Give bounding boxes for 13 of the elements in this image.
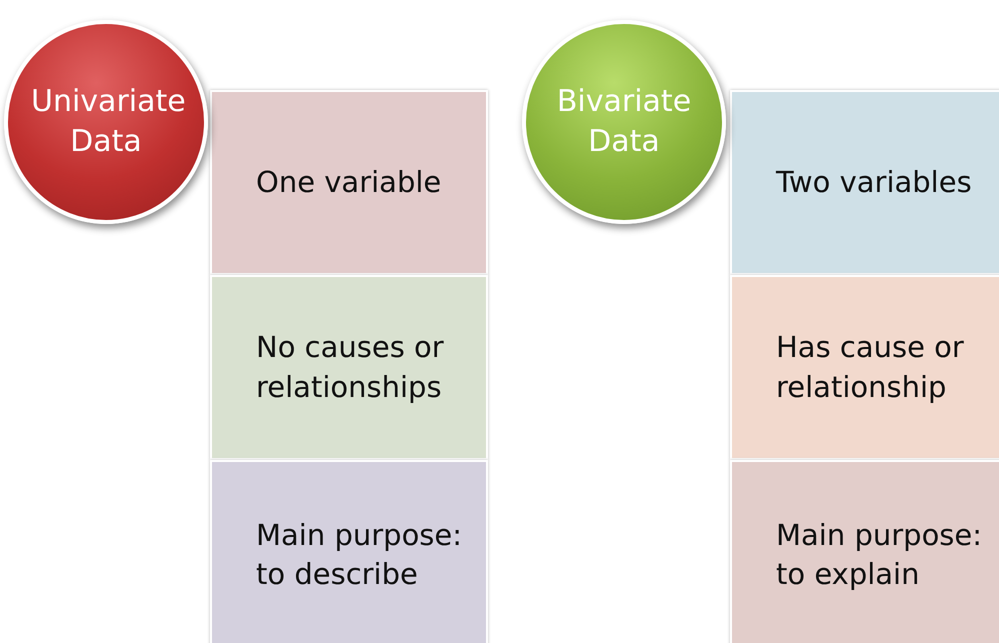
box-text: Main purpose: to describe	[256, 516, 464, 593]
box-text: No causes or relationships	[256, 329, 445, 406]
list-box	[210, 460, 488, 643]
list-box	[730, 460, 999, 643]
list-box	[730, 275, 999, 460]
box-text: One variable	[256, 164, 442, 201]
box-text: Main purpose: to explain	[776, 516, 984, 593]
box-text: Two variables	[776, 164, 972, 201]
list-box	[210, 90, 488, 275]
category-label: Bivariate Data	[556, 82, 692, 161]
list-box	[730, 90, 999, 275]
list-box	[210, 275, 488, 460]
box-text: Has cause or relationship	[776, 329, 965, 406]
